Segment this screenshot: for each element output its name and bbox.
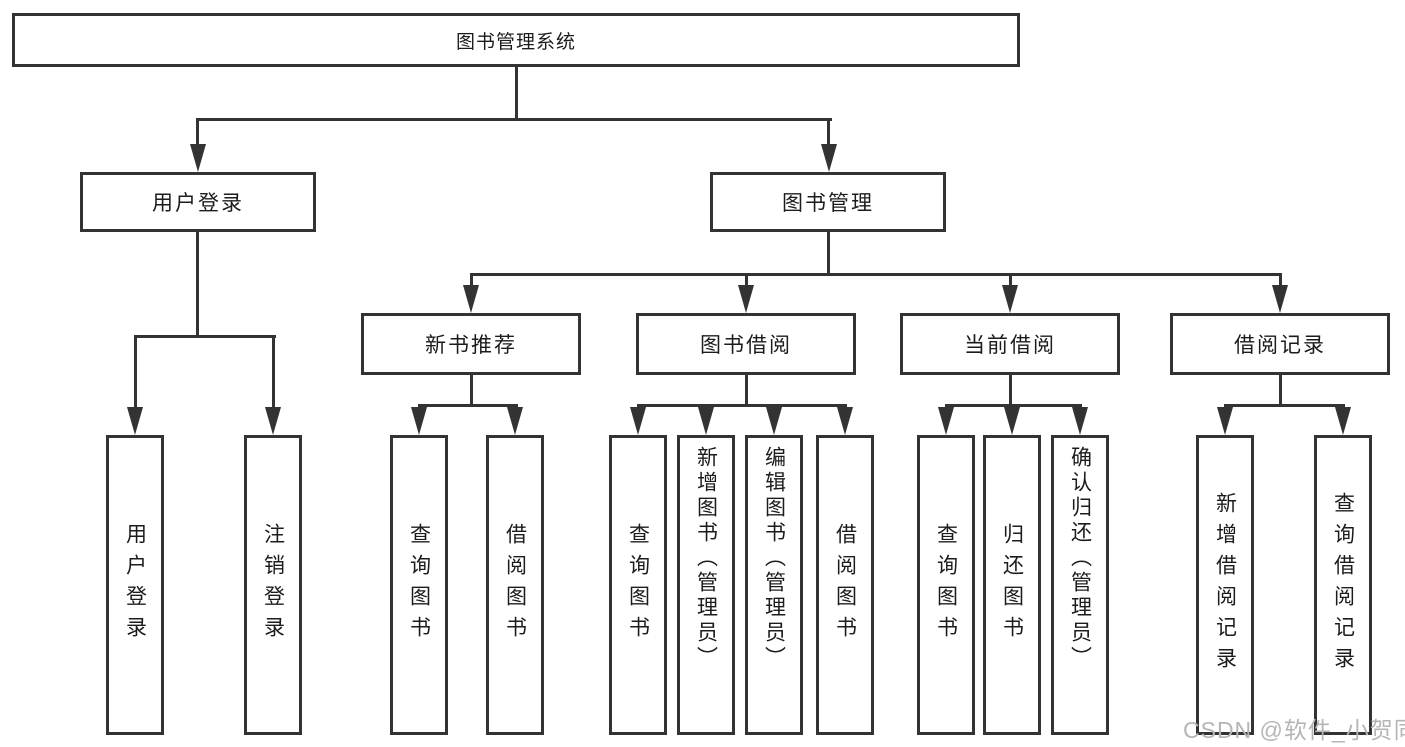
arrowhead-down-icon [938,407,954,435]
arrowhead-down-icon [1272,285,1288,313]
node-book-management: 图书管理 [710,172,946,232]
leaf-add-borrow-record-label: 新增借阅记录 [1213,492,1237,678]
leaf-return-books-label: 归还图书 [1000,523,1024,647]
arrowhead-down-icon [507,407,523,435]
node-user-login: 用户登录 [80,172,316,232]
node-borrowing-records-label: 借阅记录 [1234,334,1326,357]
node-book-borrowing: 图书借阅 [636,313,856,375]
arrowhead-down-icon [1335,407,1351,435]
leaf-confirm-return-admin-label: 确认归还（管理员） [1068,446,1092,671]
arrowhead-down-icon [766,407,782,435]
arrowhead-down-icon [265,407,281,435]
arrowhead-down-icon [463,285,479,313]
arrowhead-down-icon [821,144,837,172]
leaf-borrow-books-recommend-label: 借阅图书 [503,523,527,647]
leaf-logout-label: 注销登录 [261,523,285,647]
leaf-add-books-admin: 新增图书（管理员） [677,435,735,735]
node-book-management-label: 图书管理 [782,192,874,215]
connector-line [1009,375,1012,407]
connector-line [418,404,518,407]
connector-line [196,232,199,335]
leaf-query-books-borrowing: 查询图书 [609,435,667,735]
connector-line [470,273,1282,276]
leaf-borrow-books: 借阅图书 [816,435,874,735]
connector-line [196,118,832,121]
arrowhead-down-icon [837,407,853,435]
leaf-borrow-books-label: 借阅图书 [833,523,857,647]
arrowhead-down-icon [1002,285,1018,313]
node-new-book-recommend-label: 新书推荐 [425,334,517,357]
leaf-query-books-recommend-label: 查询图书 [407,523,431,647]
connector-line [1009,273,1012,288]
connector-line [745,375,748,407]
leaf-logout: 注销登录 [244,435,302,735]
leaf-user-login-label: 用户登录 [123,523,147,647]
connector-line [745,273,748,288]
connector-line [470,273,473,288]
arrowhead-down-icon [1217,407,1233,435]
connector-line [470,375,473,407]
node-current-borrowing: 当前借阅 [900,313,1120,375]
leaf-user-login: 用户登录 [106,435,164,735]
leaf-query-borrow-record: 查询借阅记录 [1314,435,1372,735]
arrowhead-down-icon [190,144,206,172]
leaf-edit-books-admin: 编辑图书（管理员） [745,435,803,735]
arrowhead-down-icon [1072,407,1088,435]
connector-line [134,335,137,410]
arrowhead-down-icon [738,285,754,313]
node-root: 图书管理系统 [12,13,1020,67]
leaf-query-borrow-record-label: 查询借阅记录 [1331,492,1355,678]
leaf-query-books-current: 查询图书 [917,435,975,735]
connector-line [134,335,276,338]
connector-line [637,404,847,407]
watermark: CSDN @软件_小贺同学 [1183,717,1405,743]
connector-line [1224,404,1345,407]
arrowhead-down-icon [1004,407,1020,435]
connector-line [1279,273,1282,288]
connector-line [272,335,275,410]
connector-line [827,118,830,146]
arrowhead-down-icon [698,407,714,435]
connector-line [945,404,1082,407]
node-user-login-label: 用户登录 [152,192,244,215]
leaf-query-books-current-label: 查询图书 [934,523,958,647]
leaf-add-borrow-record: 新增借阅记录 [1196,435,1254,735]
connector-line [196,118,199,146]
leaf-return-books: 归还图书 [983,435,1041,735]
leaf-edit-books-admin-label: 编辑图书（管理员） [762,446,786,671]
node-book-borrowing-label: 图书借阅 [700,334,792,357]
arrowhead-down-icon [411,407,427,435]
node-borrowing-records: 借阅记录 [1170,313,1390,375]
leaf-confirm-return-admin: 确认归还（管理员） [1051,435,1109,735]
arrowhead-down-icon [127,407,143,435]
leaf-query-books-borrowing-label: 查询图书 [626,523,650,647]
node-current-borrowing-label: 当前借阅 [964,334,1056,357]
connector-line [515,67,518,118]
leaf-borrow-books-recommend: 借阅图书 [486,435,544,735]
connector-line [827,232,830,273]
leaf-add-books-admin-label: 新增图书（管理员） [694,446,718,671]
node-new-book-recommend: 新书推荐 [361,313,581,375]
node-root-label: 图书管理系统 [455,31,576,53]
arrowhead-down-icon [630,407,646,435]
leaf-query-books-recommend: 查询图书 [390,435,448,735]
connector-line [1279,375,1282,407]
